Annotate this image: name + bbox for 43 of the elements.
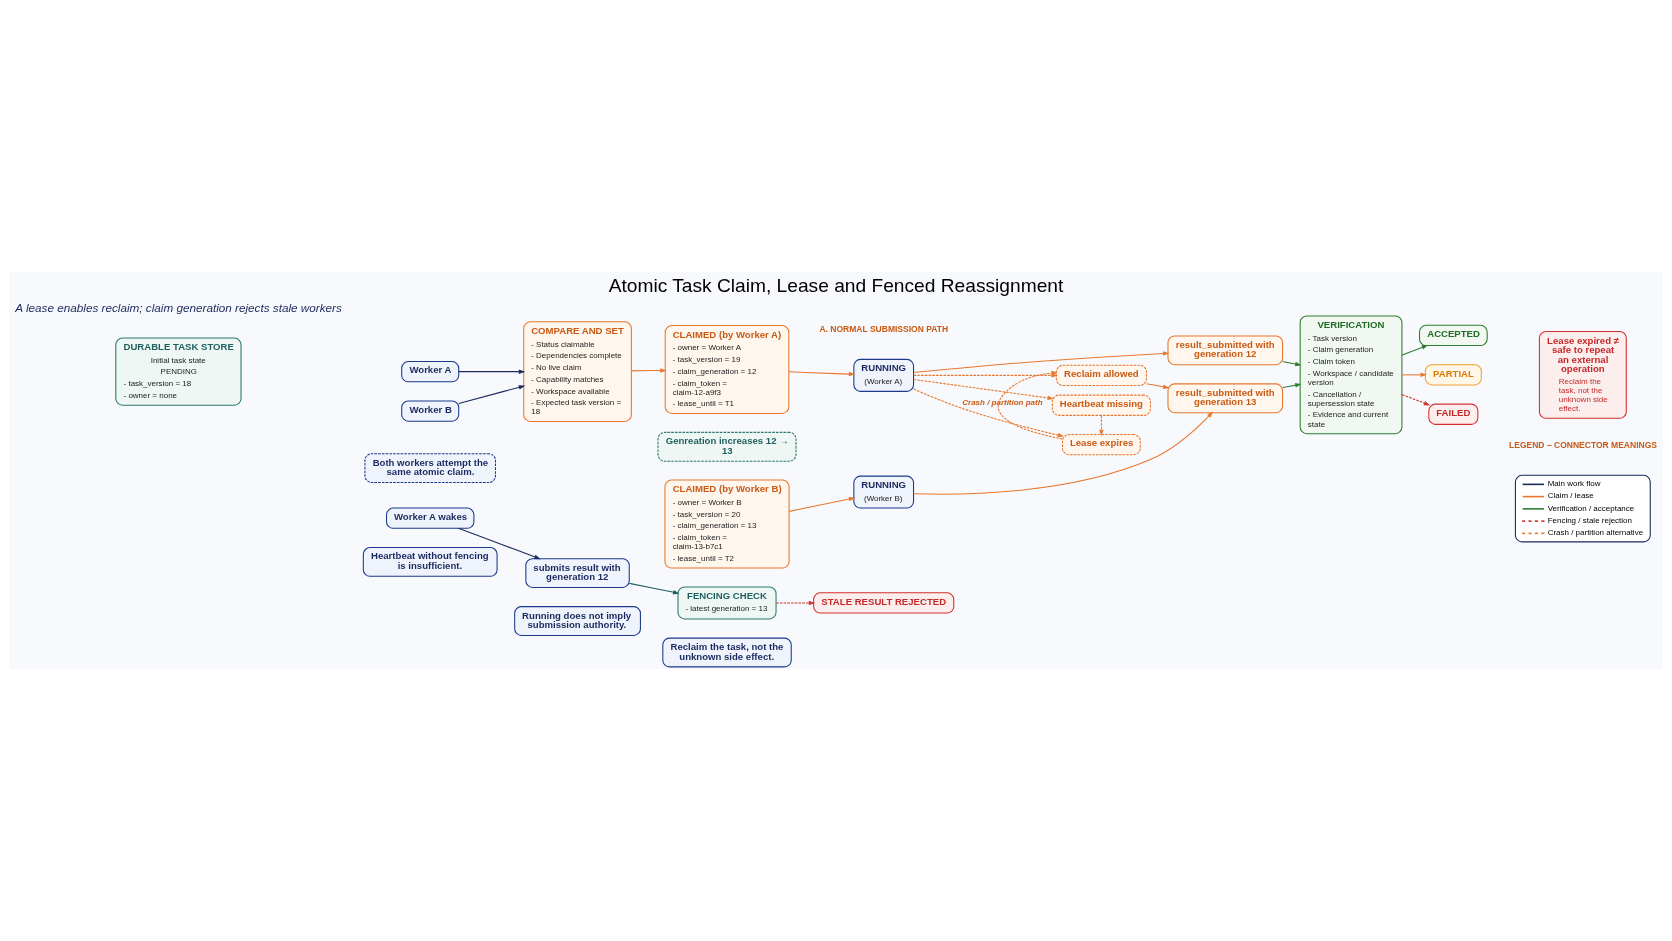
node-box: Both workers attempt the same atomic claim.	[364, 453, 497, 484]
node-box: submits result with generation 12	[525, 558, 630, 588]
diagram-title: Atomic Task Claim, Lease and Fenced Reassignment	[608, 274, 1064, 296]
arrow	[997, 370, 1063, 440]
node-box: Genreation increases 12 → 13	[657, 431, 797, 462]
arrow	[788, 371, 856, 377]
node-box: ACCEPTED	[1418, 324, 1488, 347]
arrow	[628, 582, 680, 595]
arrow	[913, 378, 1054, 401]
node-box: Lease expires	[1061, 434, 1141, 456]
label: LEGEND – CONNECTOR MEANINGS	[1509, 440, 1657, 451]
arrow	[1401, 372, 1427, 378]
arrow	[457, 527, 541, 560]
arrow	[913, 388, 1065, 438]
label: A lease enables reclaim; claim generation rejects stale workers	[15, 300, 342, 314]
node-box: FAILED	[1428, 403, 1479, 425]
node-box: Heartbeat missing	[1051, 394, 1151, 416]
arrow	[630, 368, 667, 373]
node-box: Heartbeat without fencing is insufficient.	[362, 546, 498, 577]
label: A. NORMAL SUBMISSION PATH	[819, 324, 949, 335]
arrow	[458, 369, 526, 374]
node-box: Reclaim allowed	[1055, 364, 1147, 387]
node-box: Worker A wakes	[385, 507, 475, 529]
arrow	[1282, 360, 1302, 367]
arrow	[1099, 414, 1104, 437]
node-box: result_submitted with generation 13	[1167, 383, 1284, 414]
arrow	[788, 496, 856, 512]
arrow	[913, 373, 1058, 378]
arrow	[1401, 345, 1429, 356]
arrow	[775, 600, 816, 606]
node-box: PARTIAL	[1424, 364, 1482, 386]
node-box: Running does not imply submission authority.	[514, 606, 641, 636]
node-box: result_submitted with generation 12	[1167, 335, 1284, 366]
arrow	[1401, 393, 1431, 406]
node-box: Worker B	[401, 400, 460, 422]
arrow	[458, 385, 526, 405]
node-box: Worker A	[401, 361, 460, 383]
node-box: Reclaim the task, not the unknown side effect.	[662, 637, 792, 668]
arrow	[1145, 383, 1170, 390]
arrow	[913, 351, 1170, 373]
arrow	[1282, 383, 1302, 389]
arrow	[913, 411, 1214, 495]
node-box: STALE RESULT REJECTED	[813, 592, 955, 614]
